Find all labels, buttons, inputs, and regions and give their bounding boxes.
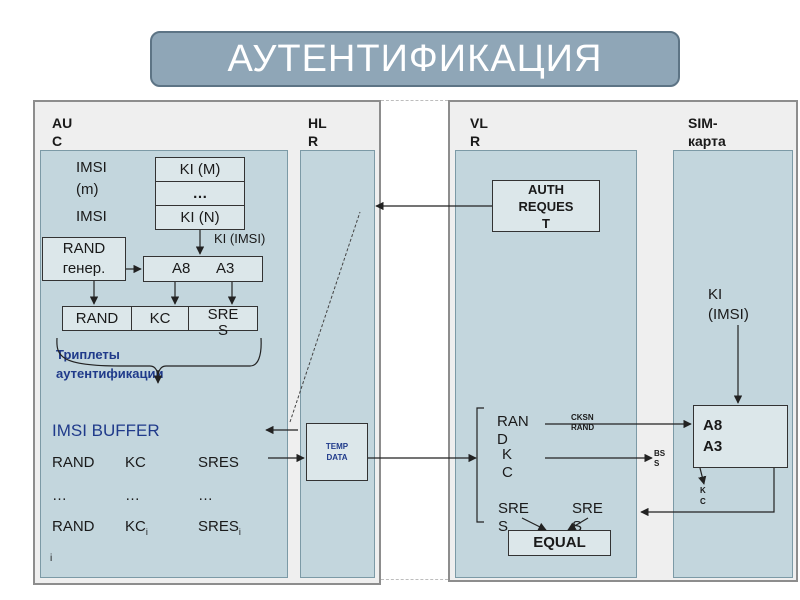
vlr-sres-right: SRE S <box>572 500 603 535</box>
vlr-bracket <box>476 407 484 523</box>
a8-label: A8 <box>172 260 191 277</box>
sim-block <box>673 150 793 578</box>
page-title: АУТЕНТИФИКАЦИЯ <box>150 31 680 87</box>
sim-kc-label: K C <box>700 486 706 506</box>
vlr-label: VL R <box>470 115 488 149</box>
imsi-buffer-label: IMSI BUFFER <box>52 421 160 440</box>
ki-n-cell: KI (N) <box>155 205 245 230</box>
a3-label: A3 <box>216 260 235 277</box>
buffer-rand-i: RAND <box>52 518 95 535</box>
triplet-kc-cell: KC <box>131 306 189 331</box>
buffer-sres-i-subscript: i <box>238 527 241 537</box>
temp-data-box: TEMP DATA <box>306 423 368 481</box>
buffer-dots-rand: … <box>52 487 67 504</box>
vlr-rand-label: RAN D <box>497 413 529 448</box>
ki-imsi-label: KI (IMSI) <box>214 231 266 246</box>
imsi-m-label: IMSI (m) <box>76 159 107 198</box>
bss-label: BS S <box>654 449 666 468</box>
buffer-kc-i-subscript: i <box>145 527 148 537</box>
a8-a3-block: A8 A3 <box>143 256 263 282</box>
sres-right-to-equal <box>567 517 589 531</box>
hlr-label: HL R <box>308 115 327 149</box>
triplet-rand-cell: RAND <box>62 306 132 331</box>
sres-left-to-equal <box>521 517 547 531</box>
hlr-block <box>300 150 375 578</box>
sim-ki-imsi-label: KI (IMSI) <box>708 286 749 323</box>
auc-label: AU C <box>52 115 73 149</box>
vlr-kc-label: K C <box>502 446 513 481</box>
buffer-sres-i: SRESi <box>198 518 241 537</box>
sim-sres-return <box>640 468 775 517</box>
auth-request-box: AUTH REQUES T <box>492 180 600 232</box>
hlr-dashed-link <box>289 211 361 423</box>
sim-kc-arrow <box>698 467 707 485</box>
buffer-sres: SRES <box>198 454 239 471</box>
buffer-kc-i: KCi <box>125 518 148 537</box>
triplets-label: Триплеты аутентификации <box>56 347 164 381</box>
buffer-rand-i-subscript: i <box>50 553 53 564</box>
vlr-block <box>455 150 637 578</box>
sim-a8-a3-box: A8 A3 <box>693 405 788 468</box>
buffer-dots-sres: … <box>198 487 213 504</box>
sim-label: SIM- карта <box>688 115 726 149</box>
buffer-dots-kc: … <box>125 487 140 504</box>
dotted-frame <box>381 100 448 580</box>
ki-dots-cell: … <box>155 181 245 206</box>
vlr-sres-left: SRE S <box>498 500 529 535</box>
buffer-kc-i-text: KC <box>125 518 146 535</box>
buffer-kc: KC <box>125 454 146 471</box>
cksn-rand-label: CKSN RAND <box>571 413 595 432</box>
buffer-rand: RAND <box>52 454 95 471</box>
equal-box: EQUAL <box>508 530 611 556</box>
triplet-brace <box>56 337 262 379</box>
buffer-sres-i-text: SRES <box>198 518 239 535</box>
imsi-n-label: IMSI (n) <box>76 208 107 225</box>
rand-generator: RAND генер. <box>42 237 126 281</box>
triplet-sres-cell: SRE S <box>188 306 258 339</box>
